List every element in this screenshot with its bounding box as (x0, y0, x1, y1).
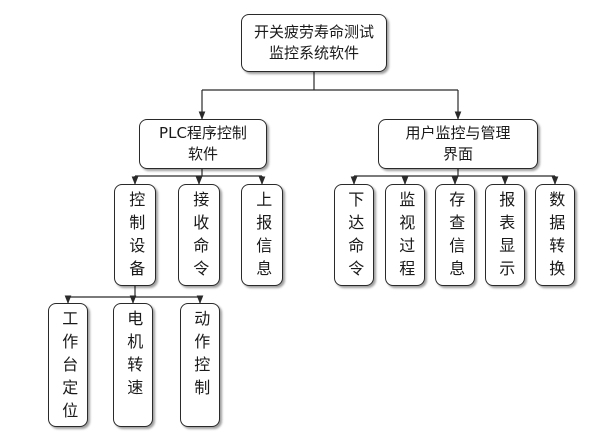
plc-child-control: 控制设备 (114, 184, 156, 286)
user-label: 用户监控与管理 界面 (405, 124, 511, 163)
control-child-label: 电机转速 (124, 310, 144, 402)
plc-child-label: 上报信息 (253, 191, 273, 283)
user-child-command: 下达命令 (334, 184, 374, 286)
plc-child-label: 控制设备 (126, 191, 146, 283)
control-child-position: 工作台定位 (48, 303, 88, 427)
control-child-action: 动作控制 (180, 303, 220, 427)
root-node: 开关疲劳寿命测试 监控系统软件 (241, 14, 387, 72)
user-child-label: 报表显示 (496, 191, 516, 283)
plc-node: PLC程序控制 软件 (139, 119, 267, 169)
user-child-report: 报表显示 (485, 184, 525, 286)
user-child-label: 监视过程 (396, 191, 416, 283)
user-child-label: 数据转换 (546, 191, 566, 283)
plc-label: PLC程序控制 软件 (159, 124, 247, 163)
control-child-speed: 电机转速 (113, 303, 153, 427)
root-label: 开关疲劳寿命测试 监控系统软件 (253, 23, 374, 62)
user-child-monitor: 监视过程 (385, 184, 425, 286)
plc-child-receive: 接收命令 (178, 184, 220, 286)
user-child-label: 下达命令 (345, 191, 365, 283)
control-child-label: 动作控制 (191, 310, 211, 402)
plc-child-report: 上报信息 (241, 184, 283, 286)
control-child-label: 工作台定位 (59, 310, 79, 425)
user-child-label: 存查信息 (446, 191, 466, 283)
plc-child-label: 接收命令 (190, 191, 210, 283)
user-node: 用户监控与管理 界面 (378, 119, 538, 169)
user-child-convert: 数据转换 (535, 184, 575, 286)
user-child-storage: 存查信息 (435, 184, 475, 286)
